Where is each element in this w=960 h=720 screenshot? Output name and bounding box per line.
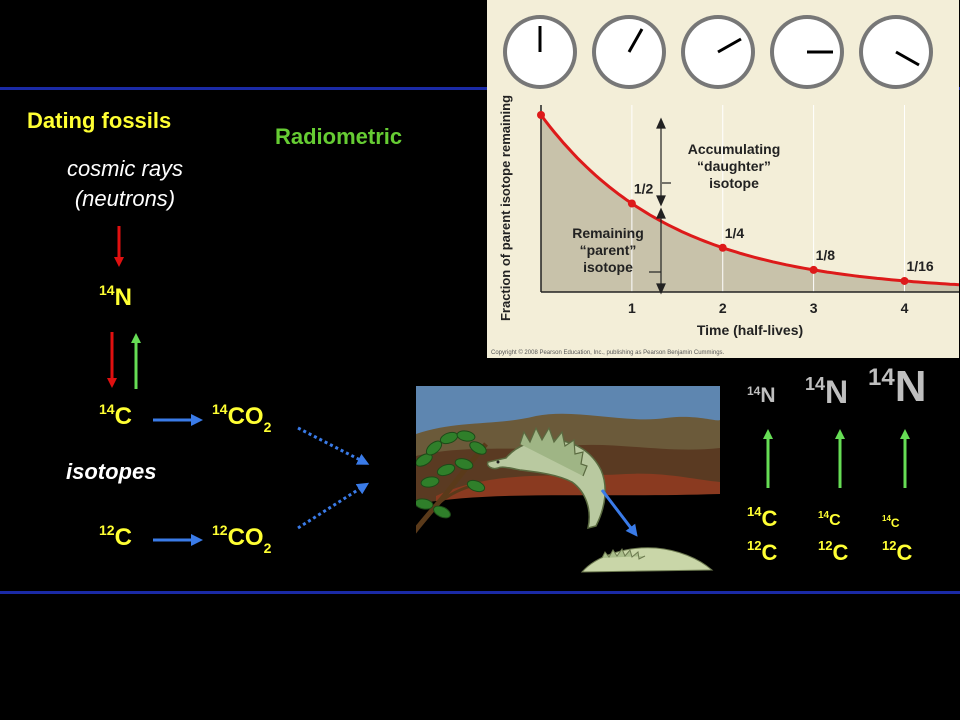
decay-col2-n-symbol: N xyxy=(825,374,849,410)
decay-col3-c12: 12C xyxy=(882,538,913,566)
decay-col3-c14-symbol: C xyxy=(890,516,900,530)
accumulating-label-3: isotope xyxy=(709,175,759,191)
accumulating-label-2: “daughter” xyxy=(697,158,771,174)
decay-col3-n-symbol: N xyxy=(894,362,927,411)
data-point xyxy=(537,111,545,119)
remaining-label-3: isotope xyxy=(583,259,633,275)
cosmic-rays-line1: cosmic rays xyxy=(66,156,184,181)
isotope-n14-symbol: N xyxy=(114,284,132,311)
decay-col1-c12: 12C xyxy=(747,538,778,566)
isotope-c12: 12C xyxy=(99,522,132,552)
dinosaur-icon xyxy=(486,426,606,530)
x-tick-label: 2 xyxy=(719,300,727,316)
isotope-n14-mass: 14 xyxy=(99,282,115,298)
top-divider xyxy=(0,87,960,90)
fraction-label: 1/16 xyxy=(906,258,933,274)
clock-icon xyxy=(592,15,666,89)
x-tick-label: 3 xyxy=(810,300,818,316)
decay-col3-c12-mass: 12 xyxy=(882,538,897,553)
span-arrows xyxy=(649,117,671,295)
remaining-label-2: “parent” xyxy=(580,242,637,258)
isotope-c14-mass: 14 xyxy=(99,401,115,417)
data-point xyxy=(627,199,636,208)
plant-icon xyxy=(416,430,488,534)
slide-title: Dating fossils xyxy=(27,108,172,133)
remaining-area xyxy=(541,115,959,292)
molecule-co2-12-symbol: CO xyxy=(227,524,264,551)
accumulating-label-1: Accumulating xyxy=(688,141,781,157)
co2-12-to-plant-arrow xyxy=(297,482,370,530)
isotope-c14-symbol: C xyxy=(114,403,132,430)
co2-14-to-plant-arrow xyxy=(297,426,370,465)
isotope-n14: 14N xyxy=(99,282,132,312)
fraction-label: 1/4 xyxy=(725,225,745,241)
isotope-c12-mass: 12 xyxy=(99,522,115,538)
remaining-label-1: Remaining xyxy=(572,225,644,241)
decay-col3-c14-mass: 14 xyxy=(882,514,891,523)
decay-col2-c12-symbol: C xyxy=(832,540,849,565)
plot-area: 1/2 1/4 1/8 1/16 1 2 3 4 xyxy=(537,105,959,316)
x-tick-label: 1 xyxy=(628,300,636,316)
molecule-co2-12-mass: 12 xyxy=(212,522,228,538)
decay-col3-c14: 14C xyxy=(882,514,900,530)
clock-icon xyxy=(681,15,755,89)
molecule-co2-12-sub: 2 xyxy=(263,540,272,556)
fossil-dinosaur-icon xyxy=(580,547,714,573)
clock-icon xyxy=(770,15,844,89)
molecule-co2-14-mass: 14 xyxy=(212,401,228,417)
half-life-chart: 1/2 1/4 1/8 1/16 1 2 3 4 Fraction of parent iso… xyxy=(498,15,959,338)
decay-col1-c14-mass: 14 xyxy=(747,504,762,519)
clock-icons xyxy=(503,15,933,89)
decay-col1-c12-mass: 12 xyxy=(747,538,762,553)
cosmic-rays-label: cosmic rays (neutrons) xyxy=(40,154,210,214)
molecule-co2-14-sub: 2 xyxy=(263,419,272,435)
decay-col2-c14: 14C xyxy=(818,510,841,530)
fraction-label: 1/8 xyxy=(816,247,836,263)
decay-col1-c12-symbol: C xyxy=(761,540,778,565)
decay-col1-c14-symbol: C xyxy=(761,506,778,531)
decay-col1-c14: 14C xyxy=(747,504,778,532)
decay-col3-c12-symbol: C xyxy=(896,540,913,565)
bottom-divider xyxy=(0,591,960,594)
clock-icon xyxy=(503,15,577,89)
data-point xyxy=(900,276,909,285)
decay-col2-c14-mass: 14 xyxy=(818,510,830,521)
left-chain-arrows xyxy=(107,226,370,546)
decay-col1-n-mass: 14 xyxy=(747,384,761,398)
clock-icon xyxy=(859,15,933,89)
cosmic-rays-line2: (neutrons) xyxy=(74,186,176,211)
molecule-co2-14-symbol: CO xyxy=(227,403,264,430)
isotope-c14: 14C xyxy=(99,401,132,431)
fraction-label: 1/2 xyxy=(634,181,654,197)
slide-subtitle: Radiometric xyxy=(275,124,403,149)
isotopes-label: isotopes xyxy=(66,459,157,484)
x-tick-label: 4 xyxy=(901,300,909,316)
decay-col2-n14: 14N xyxy=(805,374,848,411)
molecule-co2-14: 14CO2 xyxy=(212,401,271,435)
decay-arrows xyxy=(763,429,910,488)
decay-curve xyxy=(539,114,959,287)
x-axis-label: Time (half-lives) xyxy=(697,322,803,338)
decay-col3-n-mass: 14 xyxy=(868,364,895,391)
decay-col3-n14: 14N xyxy=(868,362,926,412)
isotope-c12-symbol: C xyxy=(114,524,132,551)
copyright-text: Copyright © 2008 Pearson Education, Inc.… xyxy=(491,350,725,356)
y-axis-label: Fraction of parent isotope remaining xyxy=(498,95,513,321)
fossilization-arrow xyxy=(600,489,638,537)
data-point xyxy=(718,243,727,252)
data-point xyxy=(809,265,818,274)
decay-col2-c14-symbol: C xyxy=(829,512,841,529)
fossil-scene xyxy=(416,386,720,576)
decay-col2-n-mass: 14 xyxy=(805,374,826,394)
decay-col2-c12-mass: 12 xyxy=(818,538,833,553)
decay-col1-n-symbol: N xyxy=(760,384,776,407)
decay-col2-c12: 12C xyxy=(818,538,849,566)
half-life-figure: 1/2 1/4 1/8 1/16 1 2 3 4 Fraction of parent iso… xyxy=(487,0,959,358)
molecule-co2-12: 12CO2 xyxy=(212,522,271,556)
decay-col1-n14: 14N xyxy=(747,384,776,408)
